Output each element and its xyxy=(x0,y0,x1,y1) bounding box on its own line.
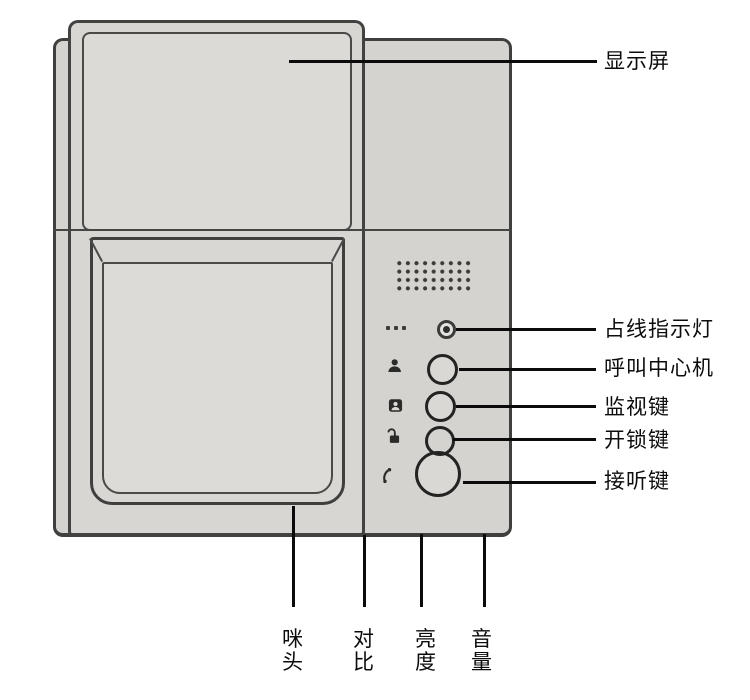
unlock-icon xyxy=(383,428,401,445)
lower-front-panel xyxy=(90,237,345,505)
leader-answer-key xyxy=(463,481,596,484)
leader-contrast xyxy=(363,535,366,607)
label-brightness: 亮度 xyxy=(415,628,436,675)
ellipsis-icon xyxy=(386,326,406,330)
busy-indicator-led xyxy=(437,320,456,339)
leader-volume xyxy=(483,534,486,607)
person-icon xyxy=(386,358,402,374)
label-volume: 音量 xyxy=(471,628,492,675)
label-contrast: 对比 xyxy=(353,628,374,675)
label-call-center: 呼叫中心机 xyxy=(604,357,714,380)
label-busy-indicator: 占线指示灯 xyxy=(604,318,714,341)
monitor-portrait-icon xyxy=(388,398,403,413)
label-unlock-key: 开锁键 xyxy=(604,429,670,452)
answer-button xyxy=(415,451,461,497)
call-center-button xyxy=(427,354,458,385)
leader-busy-indicator xyxy=(456,328,596,331)
body-seam-line xyxy=(53,229,512,231)
label-answer-key: 接听键 xyxy=(604,470,670,493)
label-microphone: 咪头 xyxy=(282,628,303,675)
handset-icon xyxy=(381,466,398,485)
leader-call-center xyxy=(459,368,596,371)
leader-brightness xyxy=(420,534,423,607)
lower-panel-inner-frame xyxy=(102,262,333,494)
label-display: 显示屏 xyxy=(604,50,670,73)
leader-microphone xyxy=(292,506,295,607)
leader-display xyxy=(289,60,597,63)
monitor-button xyxy=(425,391,456,422)
label-monitor-key: 监视键 xyxy=(604,396,670,419)
leader-monitor-key xyxy=(456,405,596,408)
speaker-grille-icon xyxy=(393,257,471,291)
leader-unlock-key xyxy=(453,438,596,441)
unlock-button xyxy=(425,426,455,456)
